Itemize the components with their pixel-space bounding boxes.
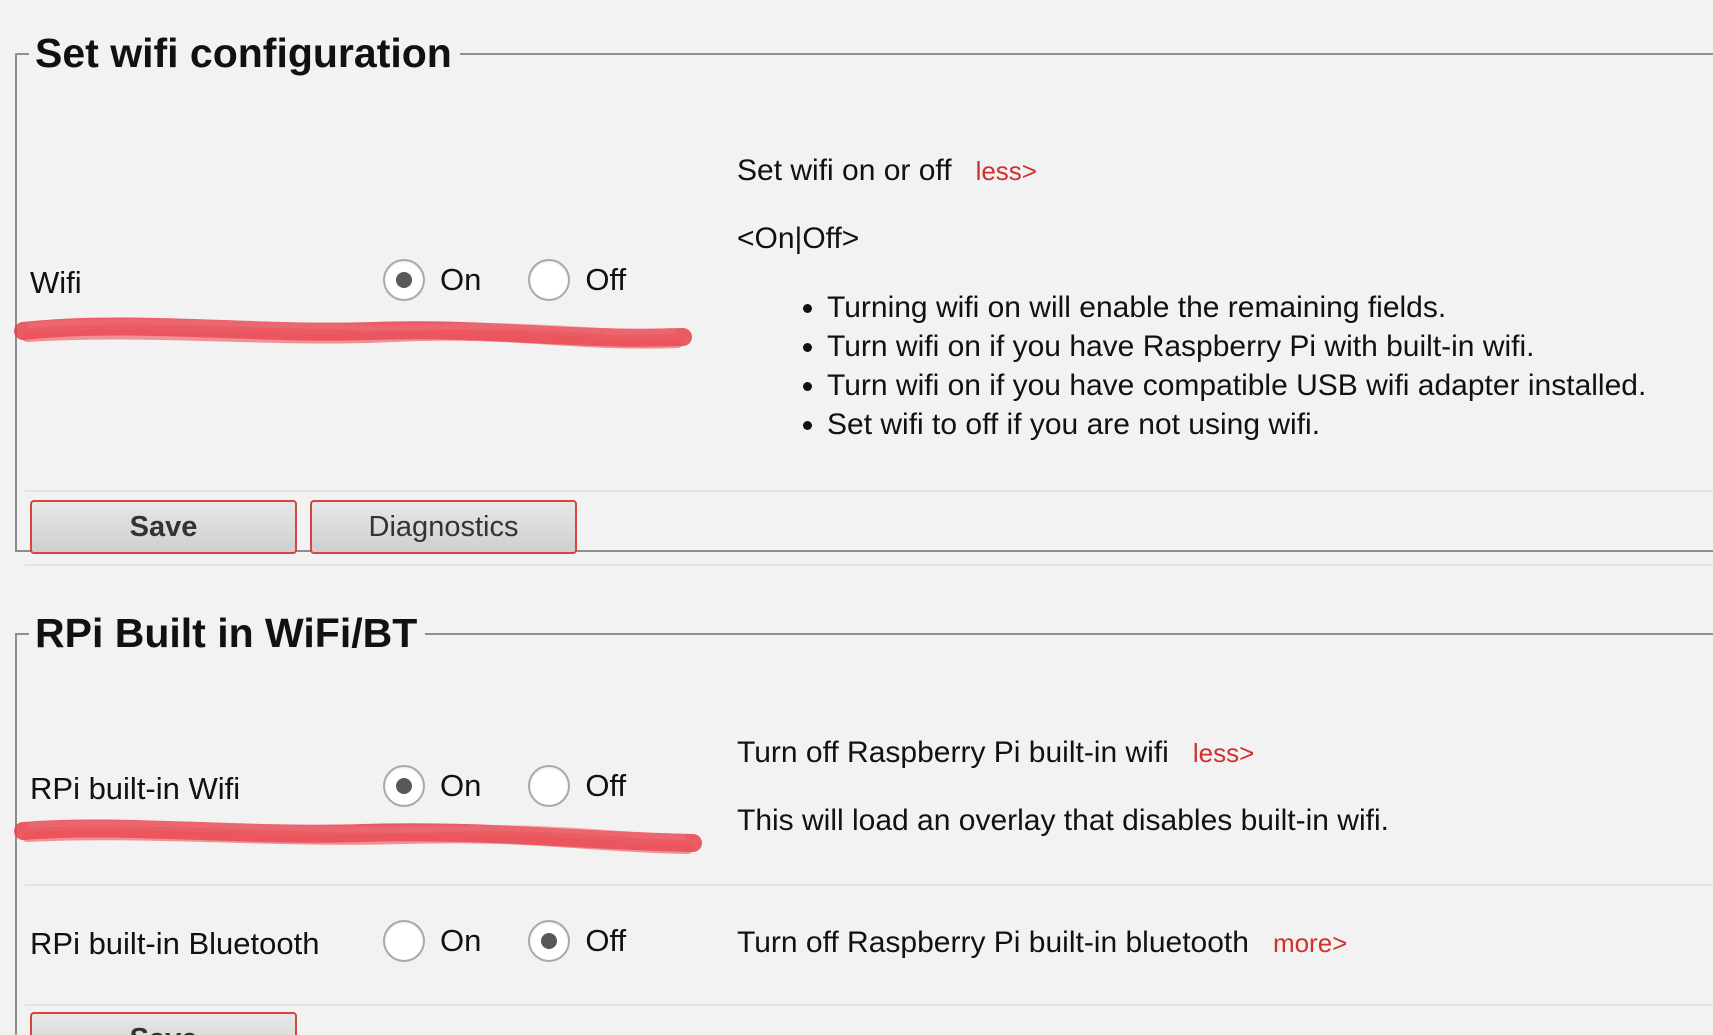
wifi-radio-on[interactable]: On [383,259,481,301]
rpi-bluetooth-label: RPi built-in Bluetooth [30,926,320,961]
rpi-wifi-radio-off-label: Off [585,768,627,803]
wifi-help-less-link[interactable]: less> [975,156,1037,186]
radio-circle[interactable] [528,259,571,301]
radio-selected-dot [396,778,412,794]
diagnostics-button[interactable]: Diagnostics [310,500,577,554]
save-button[interactable]: Save [30,500,297,554]
rpi-wifi-help-less-link[interactable]: less> [1192,738,1255,768]
divider [25,884,1713,886]
section-title-rpi-builtin: RPi Built in WiFi/BT [35,610,418,656]
rpi-bluetooth-radio-on[interactable]: On [383,920,481,962]
wifi-config-section: Set wifi configuration Wifi On Off [14,30,1713,566]
rpi-wifi-help-summary: Turn off Raspberry Pi built-in wifi [737,736,1169,769]
rpi-wifi-radio-on[interactable]: On [383,765,481,807]
wifi-help-bullet: Set wifi to off if you are not using wif… [827,405,1646,444]
redaction-scribble [14,819,702,854]
wifi-help-bullets: Turning wifi on will enable the remainin… [737,288,1646,444]
radio-selected-dot [396,272,412,288]
rpi-bluetooth-help-summary-line: Turn off Raspberry Pi built-in bluetooth… [737,926,1347,960]
radio-circle[interactable] [383,920,425,962]
wifi-radio-on-label: On [440,262,482,297]
radio-circle[interactable] [528,765,571,807]
radio-circle[interactable] [383,765,425,807]
rpi-bluetooth-help-summary: Turn off Raspberry Pi built-in bluetooth [737,926,1249,959]
rpi-bluetooth-help: Turn off Raspberry Pi built-in bluetooth… [737,926,1347,960]
rpi-wifi-radio-group: On Off [383,765,673,807]
rpi-bluetooth-radio-off-label: Off [585,923,627,958]
redaction-scribble [14,317,692,349]
wifi-help-syntax: <On|Off> [737,222,860,255]
section-title-wifi-config: Set wifi configuration [35,30,452,76]
wifi-radio-group: On Off [383,259,673,301]
rpi-wifi-radio-off[interactable]: Off [528,765,626,807]
wifi-radio-off[interactable]: Off [528,259,626,301]
rpi-wifi-help-summary-line: Turn off Raspberry Pi built-in wifi less> [737,736,1389,770]
rpi-bluetooth-help-more-link[interactable]: more> [1272,928,1348,958]
divider [25,564,1713,566]
rpi-wifi-radio-on-label: On [440,768,482,803]
rpi-wifi-help-detail: This will load an overlay that disables … [737,804,1389,837]
divider [25,1004,1713,1006]
rpi-bluetooth-radio-group: On Off [383,920,673,962]
divider [25,490,1713,492]
rpi-builtin-section: RPi Built in WiFi/BT RPi built-in Wifi O… [14,610,1713,1035]
wifi-radio-off-label: Off [585,262,627,297]
wifi-label: Wifi [30,265,82,300]
rpi-wifi-label: RPi built-in Wifi [30,771,241,806]
wifi-help-summary-line: Set wifi on or off less> [737,154,1646,206]
rpi-bluetooth-radio-off[interactable]: Off [528,920,626,962]
rpi-wifi-help: Turn off Raspberry Pi built-in wifi less>… [737,736,1389,838]
radio-circle[interactable] [528,920,571,962]
wifi-help: Set wifi on or off less> <On|Off> Turning… [737,154,1646,444]
wifi-help-bullet: Turn wifi on if you have compatible USB … [827,366,1646,405]
radio-circle[interactable] [383,259,425,301]
radio-selected-dot [541,933,558,949]
wifi-help-bullet: Turning wifi on will enable the remainin… [827,288,1646,327]
rpi-bluetooth-radio-on-label: On [440,923,482,958]
wifi-help-summary: Set wifi on or off [737,154,952,187]
save-button[interactable]: Save [30,1012,297,1035]
wifi-help-bullet: Turn wifi on if you have Raspberry Pi wi… [827,327,1646,366]
